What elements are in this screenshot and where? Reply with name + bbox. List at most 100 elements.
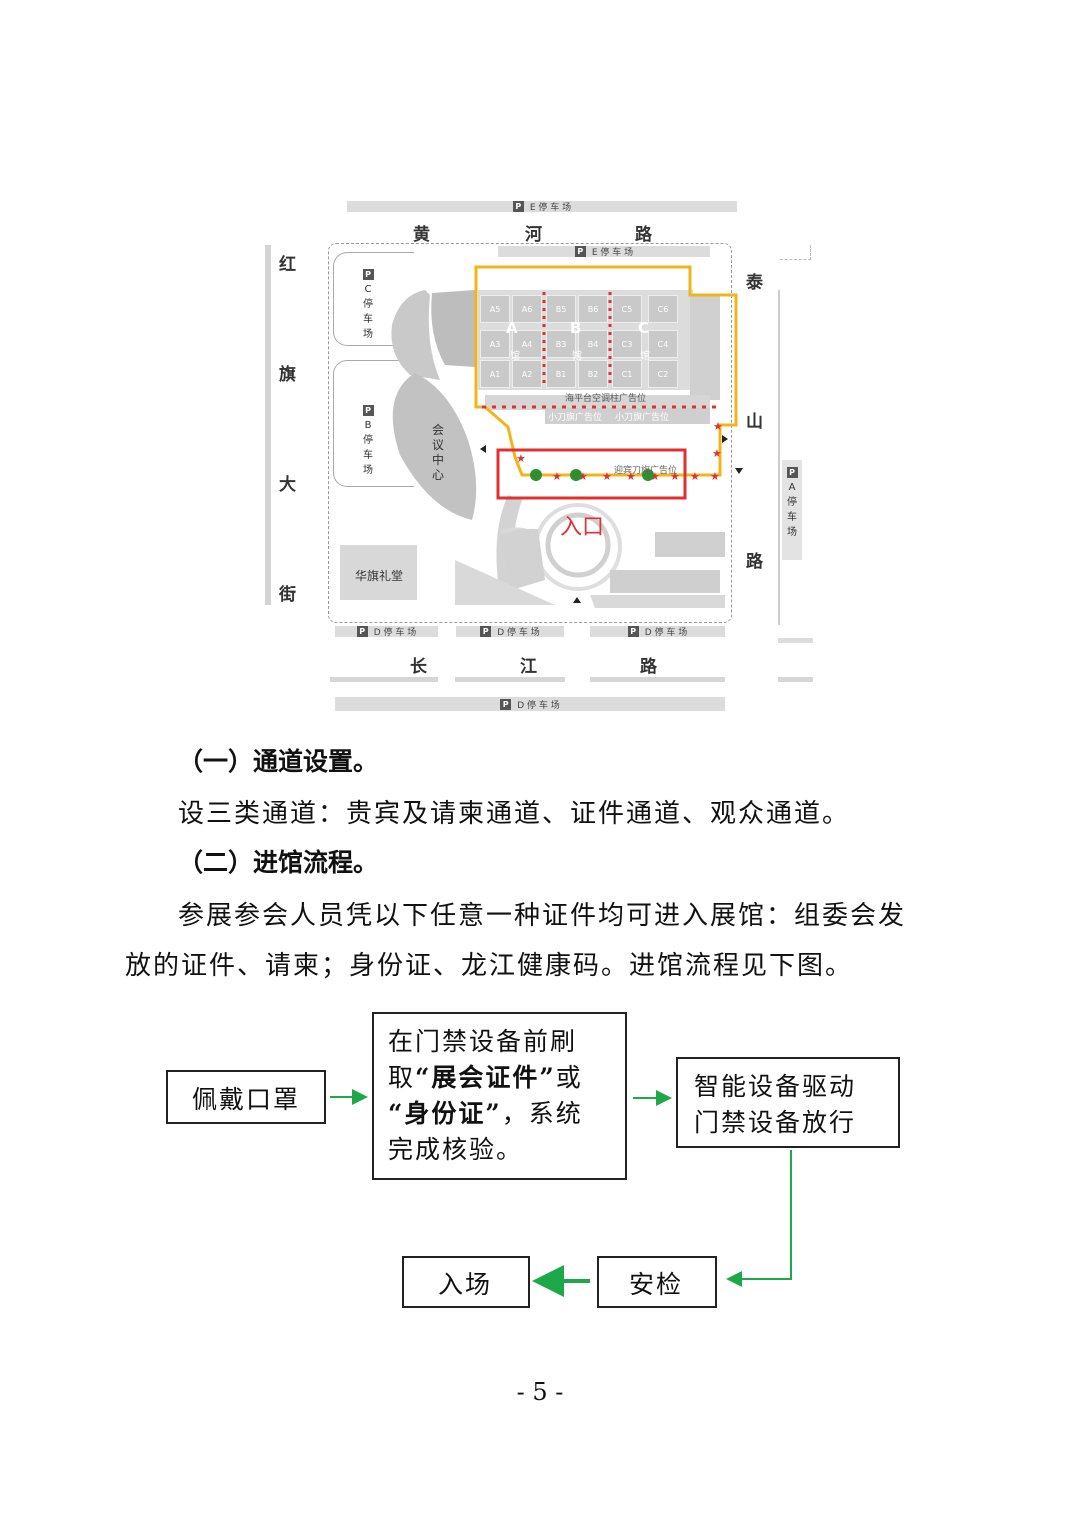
svg-text:★: ★ [626, 470, 636, 483]
road-south-2: 江 [520, 657, 537, 677]
flow-verify-line3: “身份证”，系统 [388, 1096, 625, 1132]
parking-c-4: 场 [363, 329, 373, 340]
flow-step-mask: 佩戴口罩 [166, 1070, 326, 1124]
flow-step-security: 安检 [597, 1256, 717, 1308]
flow-step-release: 智能设备驱动 门禁设备放行 [676, 1057, 900, 1148]
parking-e-outer: P E 停 车 场 [347, 201, 737, 213]
road-north-3: 路 [635, 225, 652, 245]
flow-verify-line2-pre: 取 [388, 1063, 416, 1092]
road-east-2: 山 [746, 412, 763, 432]
hall-a-guan: 馆 [510, 351, 520, 362]
hall-cell-c2: C2 [648, 360, 678, 388]
hall-cell-b2: B2 [578, 360, 608, 388]
flow-verify-line3-post: ，系统 [501, 1099, 583, 1128]
parking-b-2: 停 [363, 435, 373, 446]
parking-p-icon: P [574, 246, 586, 257]
parking-p-icon: P [480, 626, 492, 637]
parking-b-1: B [364, 420, 372, 431]
section2-body-line2: 放的证件、请柬；身份证、龙江健康码。进馆流程见下图。 [125, 951, 854, 981]
parking-p-icon: P [362, 269, 374, 280]
road-south-line-1 [330, 677, 438, 682]
venue-boundary [328, 243, 732, 623]
ad-label-small-2: 小刀旗广告位 [615, 413, 670, 423]
svg-text:★: ★ [650, 470, 660, 483]
parking-d-3: P D 停 车 场 [590, 626, 725, 638]
flow-step-security-label: 安检 [629, 1270, 684, 1299]
parking-b: P B 停 车 场 [360, 403, 376, 478]
flow-verify-line2-post: 或 [555, 1063, 583, 1092]
parking-p-icon: P [512, 201, 524, 212]
parking-d-2: P D 停 车 场 [456, 626, 564, 638]
hall-cell-b6: B6 [578, 295, 608, 323]
hall-c-label: C [638, 319, 650, 337]
parking-c-3: 车 [363, 314, 373, 325]
svg-text:★: ★ [710, 470, 720, 483]
svg-text:★: ★ [516, 452, 526, 465]
ad-label-welcome: 迎宾刀旗广告位 [614, 466, 678, 476]
parking-d-3-label: D 停 车 场 [644, 628, 688, 638]
parking-e-outer-label: E 停 车 场 [529, 203, 572, 213]
flow-verify-line2-bold: “展会证件” [415, 1063, 556, 1092]
parking-b-4: 场 [363, 465, 373, 476]
conference-3: 中 [431, 453, 444, 467]
road-north-2: 河 [525, 225, 542, 245]
svg-text:★: ★ [670, 470, 680, 483]
conference-4: 心 [431, 468, 444, 482]
hall-c-guan: 馆 [640, 351, 650, 362]
parking-d-1: P D 停 车 场 [335, 626, 438, 638]
road-south-1: 长 [410, 657, 427, 677]
auditorium-label: 华旗礼堂 [354, 569, 403, 583]
flow-verify-line1: 在门禁设备前刷 [388, 1027, 578, 1056]
hall-cell-c4: C4 [648, 330, 678, 358]
parking-e-inner-label: E 停 车 场 [591, 248, 634, 258]
hall-cell-c3: C3 [612, 330, 642, 358]
road-west-3: 大 [279, 475, 296, 495]
road-south-line-2 [455, 677, 565, 682]
parking-d-outer-label: D 停 车 场 [517, 700, 560, 711]
parking-c-2: 停 [363, 299, 373, 310]
parking-c-bracket [333, 252, 414, 346]
flow-release-line1: 智能设备驱动 [694, 1072, 857, 1101]
conference-2: 议 [431, 438, 444, 452]
flow-step-enter: 入场 [402, 1256, 530, 1308]
hall-cell-c5: C5 [612, 295, 642, 323]
section1-body: 设三类通道：贵宾及请柬通道、证件通道、观众通道。 [178, 799, 851, 829]
parking-e-inner: P E 停 车 场 [498, 246, 710, 258]
venue-map: P E 停 车 场 黄 河 路 P E 停 车 场 红 旗 大 街 P C 停 … [260, 195, 820, 720]
parking-b-3: 车 [363, 450, 373, 461]
conference-1: 会 [431, 423, 444, 437]
hall-cell-a6: A6 [512, 295, 542, 323]
flow-step-mask-label: 佩戴口罩 [192, 1085, 301, 1114]
ad-label-pillar: 海平台空调柱广告位 [565, 394, 647, 404]
flow-step-verify: 在门禁设备前刷 取“展会证件”或 “身份证”，系统 完成核验。 [372, 1012, 627, 1180]
svg-text:★: ★ [690, 470, 700, 483]
road-north-1: 黄 [413, 225, 430, 245]
parking-a-2: 停 [787, 497, 797, 508]
flow-verify-line4: 完成核验。 [388, 1135, 524, 1164]
entrance-label: 入口 [560, 515, 605, 540]
flow-verify-line2: 取“展会证件”或 [388, 1060, 625, 1096]
road-east-line [778, 290, 780, 625]
hall-cell-b1: B1 [546, 360, 576, 388]
svg-text:★: ★ [712, 447, 722, 460]
road-west-1: 红 [279, 255, 296, 275]
hall-b-label: B [570, 319, 582, 337]
conference-center-label: 会 议 中 心 [430, 423, 446, 483]
parking-a: P A 停 车 场 [784, 465, 800, 540]
road-west-4: 街 [279, 585, 296, 605]
road-west-2: 旗 [279, 365, 296, 385]
parking-d-1-label: D 停 车 场 [373, 628, 417, 638]
road-east-3: 路 [746, 552, 763, 572]
parking-a-1: A [788, 482, 796, 493]
hall-cell-a5: A5 [480, 295, 510, 323]
parking-p-icon: P [786, 467, 798, 478]
hall-cell-b3: B3 [546, 330, 576, 358]
hall-cell-b4: B4 [578, 330, 608, 358]
parking-d-4 [778, 638, 813, 643]
svg-text:★: ★ [713, 420, 723, 433]
section1-heading: （一）通道设置。 [178, 747, 379, 776]
hall-cell-c1: C1 [612, 360, 642, 388]
parking-p-icon: P [356, 626, 368, 637]
road-south-line-4 [778, 677, 813, 682]
